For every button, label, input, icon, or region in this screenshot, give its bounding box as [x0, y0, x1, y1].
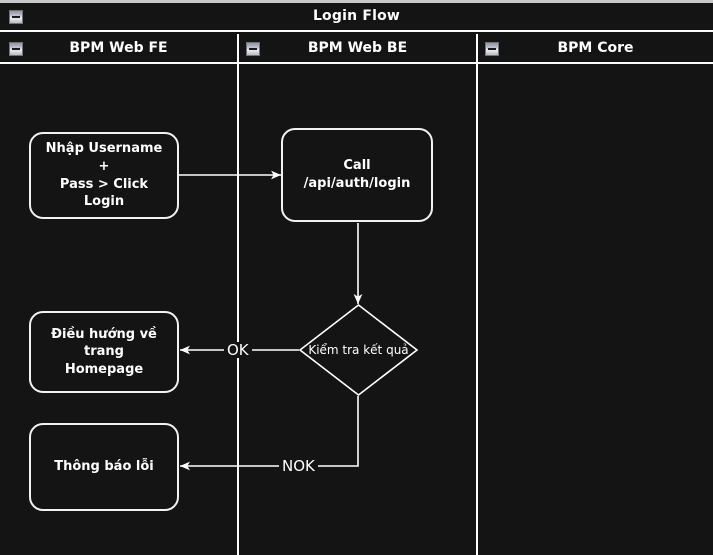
node-label: Điều hướng về trang Homepage — [31, 326, 177, 379]
lane-label-core: BPM Core — [557, 40, 634, 56]
lane-collapse-icon-core[interactable] — [485, 42, 499, 56]
node-label-line1: Nhập Username + — [45, 141, 163, 174]
node-label-line2: Pass > Click Login — [59, 176, 149, 210]
pool-collapse-icon[interactable] — [9, 10, 23, 24]
lane-collapse-icon-be[interactable] — [246, 42, 260, 56]
edge-label-ok: OK — [224, 342, 252, 358]
node-label: Nhập Username + Pass > Click Login — [31, 140, 177, 210]
node-label: Call /api/auth/login — [303, 158, 411, 191]
node-label: Kiểm tra kết quả — [308, 343, 409, 357]
edge-n3-n5 — [180, 396, 359, 471]
lane-label-be: BPM Web BE — [307, 40, 408, 56]
node-call-api-auth-login[interactable]: Call /api/auth/login — [281, 128, 433, 222]
lane-collapse-icon-fe[interactable] — [9, 42, 23, 56]
edge-label-nok: NOK — [279, 458, 318, 474]
node-dieu-huong-homepage[interactable]: Điều hướng về trang Homepage — [29, 311, 179, 393]
node-thong-bao-loi[interactable]: Thông báo lỗi — [29, 423, 179, 511]
lane-label-fe: BPM Web FE — [69, 40, 168, 56]
lane-divider-fe-be — [237, 34, 239, 555]
node-label-line2: Homepage — [64, 361, 144, 377]
diamond-shape — [298, 303, 419, 397]
node-label-line1: Điều hướng về trang — [51, 326, 157, 360]
flow-diagram-canvas: Login Flow BPM Web FE BPM Web BE BPM Cor… — [0, 3, 713, 555]
node-kiem-tra-ket-qua[interactable]: Kiểm tra kết quả — [298, 303, 419, 397]
pool-header: Login Flow — [0, 3, 713, 32]
node-label: Thông báo lỗi — [54, 459, 154, 475]
page-title: Login Flow — [312, 8, 401, 24]
lane-header-core: BPM Core — [478, 34, 713, 64]
lane-header-fe: BPM Web FE — [0, 34, 237, 64]
lane-divider-be-core — [476, 34, 478, 555]
node-nhap-username[interactable]: Nhập Username + Pass > Click Login — [29, 132, 179, 219]
lane-header-be: BPM Web BE — [239, 34, 476, 64]
